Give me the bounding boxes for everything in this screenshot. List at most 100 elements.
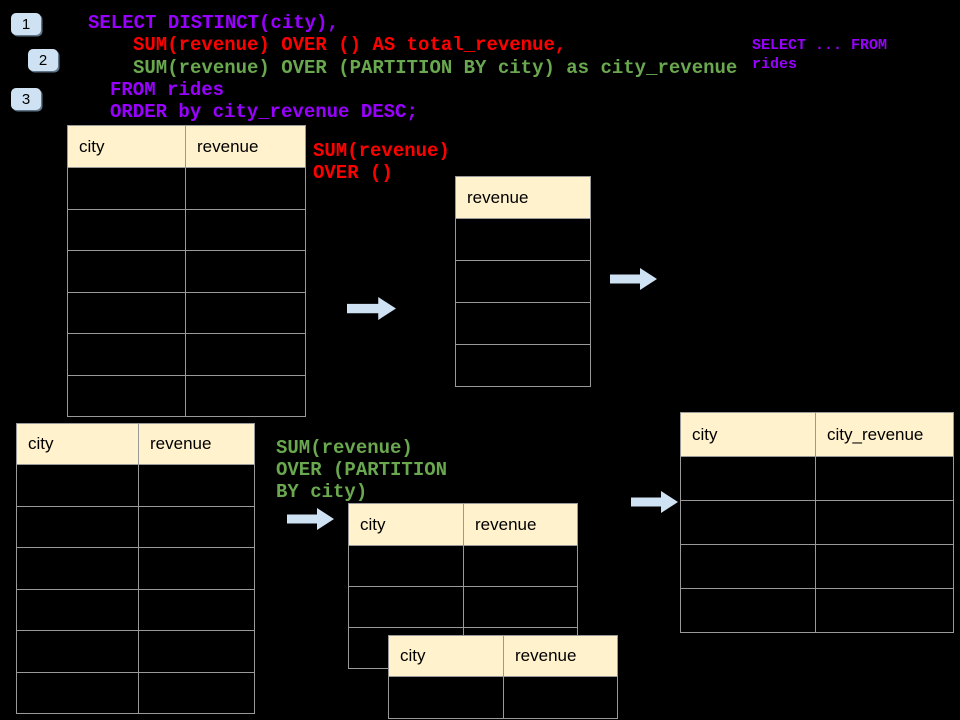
empty-cell (463, 545, 578, 587)
partition-annotation-line-1: SUM(revenue) (276, 437, 413, 459)
empty-cell (455, 302, 591, 345)
column-header-revenue: revenue (455, 176, 591, 219)
step-badge-1: 1 (11, 13, 41, 35)
column-header-revenue: revenue (463, 503, 578, 546)
empty-cell (815, 456, 954, 501)
empty-cell (503, 676, 618, 719)
source-table-top: city revenue (67, 125, 306, 417)
right-arrow-icon (347, 297, 396, 320)
empty-cell (348, 586, 464, 628)
empty-cell (463, 586, 578, 628)
empty-cell (16, 547, 139, 590)
table-row (455, 260, 591, 303)
empty-cell (138, 630, 255, 673)
right-arrow-icon (631, 491, 678, 513)
empty-cell (185, 250, 306, 293)
table-row (16, 547, 255, 590)
table-row (67, 291, 306, 334)
total-revenue-table: revenue (455, 176, 591, 387)
empty-cell (67, 250, 186, 293)
table-row (16, 464, 255, 507)
side-note-line-1: SELECT ... FROM (752, 37, 888, 54)
empty-cell (138, 547, 255, 590)
partition-annotation-line-2: OVER (PARTITION (276, 459, 448, 481)
empty-cell (67, 333, 186, 376)
empty-cell (185, 208, 306, 251)
table-row (455, 344, 591, 387)
step-badge-3-label: 3 (21, 90, 31, 108)
empty-cell (16, 671, 139, 714)
empty-cell (680, 500, 816, 545)
empty-cell (388, 676, 504, 719)
table-row (16, 505, 255, 548)
step-badge-2-label: 2 (38, 51, 48, 69)
table-row (680, 500, 954, 545)
result-table: city city_revenue (680, 412, 954, 633)
table-row (680, 588, 954, 633)
header-row: revenue (455, 176, 591, 219)
empty-cell (348, 545, 464, 587)
header-row: city revenue (388, 635, 618, 677)
empty-cell (455, 344, 591, 387)
step-badge-3: 3 (11, 88, 41, 110)
table-row (67, 208, 306, 251)
sql-line-2: SUM(revenue) OVER () AS total_revenue, (133, 34, 567, 56)
empty-cell (815, 500, 954, 545)
empty-cell (815, 544, 954, 589)
column-header-city: city (348, 503, 464, 546)
table-row (16, 588, 255, 631)
sql-line-3: SUM(revenue) OVER (PARTITION BY city) as… (133, 57, 738, 79)
empty-cell (185, 333, 306, 376)
column-header-city-revenue: city_revenue (815, 412, 954, 457)
empty-cell (680, 588, 816, 633)
sql-line-4: FROM rides (110, 79, 225, 101)
sql-line-1: SELECT DISTINCT(city), (88, 12, 339, 34)
column-header-city: city (16, 423, 139, 465)
partition-table-2: city revenue (388, 635, 618, 719)
right-arrow-icon (610, 268, 657, 290)
empty-cell (138, 588, 255, 631)
empty-cell (138, 464, 255, 507)
total-annotation-line-1: SUM(revenue) (313, 140, 450, 162)
table-row (348, 545, 578, 587)
empty-cell (455, 260, 591, 303)
right-arrow-icon (287, 508, 334, 530)
source-table-bottom: city revenue (16, 423, 255, 714)
column-header-city: city (680, 412, 816, 457)
table-row (67, 374, 306, 417)
table-row (455, 302, 591, 345)
table-row (680, 456, 954, 501)
partition-annotation-line-3: BY city) (276, 481, 368, 503)
table-row (67, 250, 306, 293)
table-row (348, 586, 578, 628)
empty-cell (455, 218, 591, 261)
header-row: city revenue (16, 423, 255, 465)
table-row (16, 630, 255, 673)
empty-cell (16, 464, 139, 507)
header-row: city city_revenue (680, 412, 954, 457)
empty-cell (680, 544, 816, 589)
empty-cell (185, 374, 306, 417)
empty-cell (67, 291, 186, 334)
side-note-line-2: rides (752, 56, 798, 73)
empty-cell (138, 671, 255, 714)
table-row (388, 676, 618, 719)
empty-cell (16, 505, 139, 548)
step-badge-2: 2 (28, 49, 58, 71)
empty-cell (67, 167, 186, 210)
column-header-revenue: revenue (138, 423, 255, 465)
empty-cell (185, 167, 306, 210)
column-header-city: city (67, 125, 186, 168)
table-row (680, 544, 954, 589)
column-header-revenue: revenue (185, 125, 306, 168)
table-row (16, 671, 255, 714)
empty-cell (138, 505, 255, 548)
empty-cell (67, 374, 186, 417)
empty-cell (16, 588, 139, 631)
table-row (455, 218, 591, 261)
empty-cell (16, 630, 139, 673)
empty-cell (67, 208, 186, 251)
step-badge-1-label: 1 (21, 15, 31, 33)
empty-cell (680, 456, 816, 501)
